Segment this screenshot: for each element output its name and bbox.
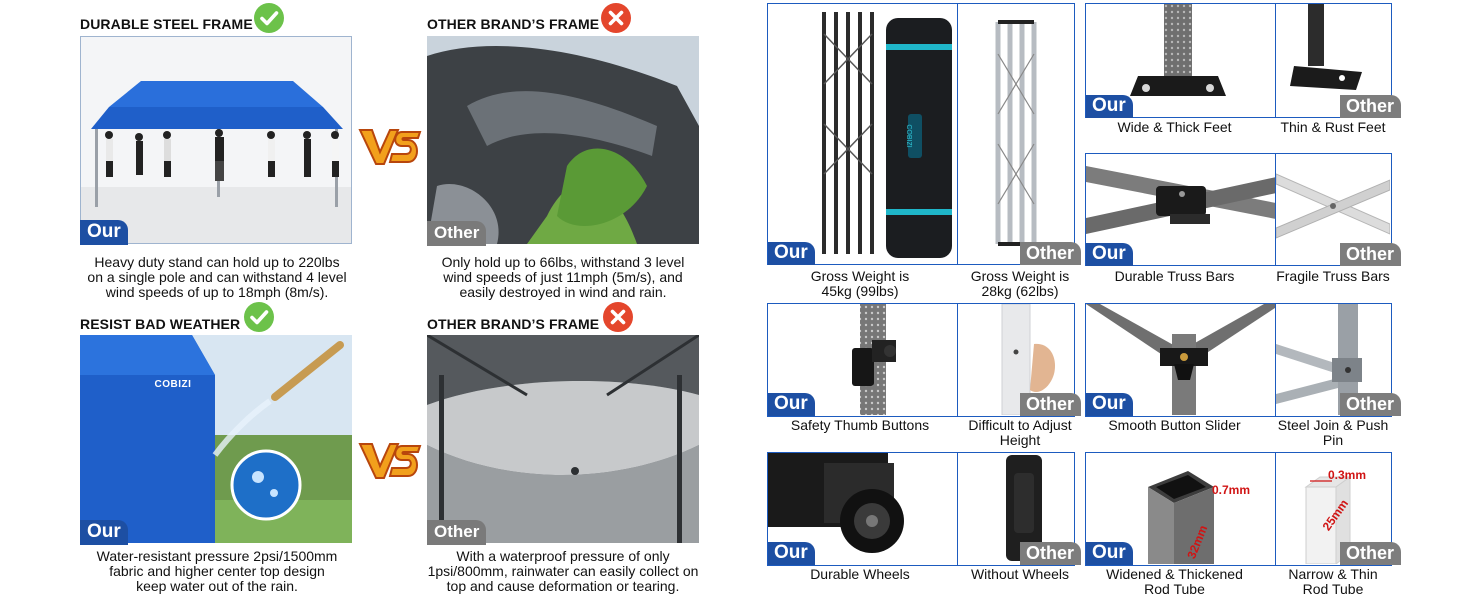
caption-wheels-our: Durable Wheels bbox=[775, 567, 945, 582]
vs-icon bbox=[358, 124, 422, 173]
description-line: keep water out of the rain. bbox=[136, 578, 298, 594]
description-line: fabric and higher center top design bbox=[109, 563, 325, 579]
feature-thumb-button-our bbox=[767, 303, 965, 417]
caption-line: Difficult to Adjust bbox=[968, 417, 1072, 433]
description-line: Heavy duty stand can hold up to 220lbs bbox=[94, 254, 340, 270]
description-other-weather: With a waterproof pressure of only 1psi/… bbox=[413, 549, 713, 594]
description-line: top and cause deformation or tearing. bbox=[446, 578, 680, 594]
description-line: wind speeds of just 11mph (5m/s), and bbox=[443, 269, 683, 285]
feature-truss-our bbox=[1085, 153, 1283, 266]
collapsed-tent-photo-other bbox=[427, 36, 699, 244]
heading-other-brand-frame: OTHER BRAND’S FRAME bbox=[427, 316, 600, 332]
caption-line: Rod Tube bbox=[1302, 581, 1364, 597]
caption-truss-other: Fragile Truss Bars bbox=[1268, 269, 1398, 284]
our-tag: Our bbox=[768, 393, 815, 416]
description-line: 1psi/800mm, rainwater can easily collect… bbox=[427, 563, 699, 579]
caption-line: Thin & Rust Feet bbox=[1280, 119, 1386, 135]
our-tag: Our bbox=[1086, 542, 1133, 565]
our-tag: Our bbox=[80, 220, 128, 245]
rain-canopy-photo-our bbox=[80, 335, 352, 543]
caption-line: Steel Join & Push bbox=[1277, 417, 1389, 433]
feature-feet-our bbox=[1085, 3, 1283, 118]
caption-line: Without Wheels bbox=[970, 566, 1070, 582]
other-tag: Other bbox=[1340, 243, 1402, 266]
description-line: With a waterproof pressure of only bbox=[456, 548, 670, 564]
dimension-wall-our: 0.7mm bbox=[1212, 483, 1251, 497]
caption-slider-other: Steel Join & Push Pin bbox=[1268, 418, 1398, 448]
description-line: on a single pole and can withstand 4 lev… bbox=[87, 269, 347, 285]
caption-wheels-other: Without Wheels bbox=[955, 567, 1085, 582]
description-steel-frame: Heavy duty stand can hold up to 220lbs o… bbox=[72, 255, 362, 300]
description-line: Only hold up to 66lbs, withstand 3 level bbox=[441, 254, 685, 270]
caption-line: Wide & Thick Feet bbox=[1117, 119, 1232, 135]
caption-thumb-button-other: Difficult to Adjust Height bbox=[955, 418, 1085, 448]
feature-wheels-our bbox=[767, 452, 965, 566]
dimension-wall-other: 0.3mm bbox=[1328, 468, 1367, 482]
canopy-photo-our bbox=[80, 36, 352, 244]
description-other-frame: Only hold up to 66lbs, withstand 3 level… bbox=[413, 255, 713, 300]
our-tag: Our bbox=[80, 520, 128, 545]
caption-line: Widened & Thickened bbox=[1106, 566, 1243, 582]
heading-other-brand-frame: OTHER BRAND’S FRAME bbox=[427, 16, 600, 32]
caption-weight-other: Gross Weight is 28kg (62lbs) bbox=[955, 269, 1085, 299]
other-tag: Other bbox=[1020, 393, 1082, 416]
caption-line: Height bbox=[999, 432, 1041, 448]
caption-line: 28kg (62lbs) bbox=[981, 283, 1059, 299]
caption-feet-other: Thin & Rust Feet bbox=[1268, 120, 1398, 135]
sagging-roof-photo-other bbox=[427, 335, 699, 543]
caption-line: Safety Thumb Buttons bbox=[790, 417, 930, 433]
other-tag: Other bbox=[1340, 95, 1402, 118]
caption-line: Smooth Button Slider bbox=[1108, 417, 1241, 433]
caption-tube-other: Narrow & Thin Rod Tube bbox=[1268, 567, 1398, 597]
caption-truss-our: Durable Truss Bars bbox=[1092, 269, 1257, 284]
check-icon bbox=[254, 3, 284, 33]
our-tag: Our bbox=[1086, 95, 1133, 118]
caption-slider-our: Smooth Button Slider bbox=[1092, 418, 1257, 433]
svg-text:COBIZI: COBIZI bbox=[905, 124, 912, 147]
caption-feet-our: Wide & Thick Feet bbox=[1092, 120, 1257, 135]
bag-brand-text: COBIZI bbox=[905, 124, 912, 147]
description-weather: Water-resistant pressure 2psi/1500mm fab… bbox=[72, 549, 362, 594]
feature-feet-other bbox=[1275, 3, 1392, 118]
caption-line: Pin bbox=[1322, 432, 1344, 448]
heading-resist-bad-weather: RESIST BAD WEATHER bbox=[80, 316, 241, 332]
other-tag: Other bbox=[1020, 242, 1082, 265]
description-line: easily destroyed in wind and rain. bbox=[459, 284, 667, 300]
heading-durable-steel-frame: DURABLE STEEL FRAME bbox=[80, 16, 253, 32]
cross-icon bbox=[603, 302, 633, 332]
caption-thumb-button-our: Safety Thumb Buttons bbox=[775, 418, 945, 433]
caption-weight-our: Gross Weight is 45kg (99lbs) bbox=[775, 269, 945, 299]
our-tag: Our bbox=[768, 242, 815, 265]
caption-line: Durable Truss Bars bbox=[1114, 268, 1235, 284]
caption-line: Narrow & Thin bbox=[1288, 566, 1378, 582]
other-tag: Other bbox=[427, 520, 487, 545]
our-tag: Our bbox=[1086, 243, 1133, 266]
other-tag: Other bbox=[1020, 542, 1082, 565]
vs-icon bbox=[358, 438, 422, 487]
caption-line: Gross Weight is bbox=[810, 268, 910, 284]
feature-truss-other bbox=[1275, 153, 1392, 266]
description-line: wind speeds of up to 18mph (8m/s). bbox=[105, 284, 329, 300]
caption-line: 45kg (99lbs) bbox=[821, 283, 899, 299]
caption-line: Durable Wheels bbox=[810, 566, 910, 582]
cross-icon bbox=[601, 3, 631, 33]
description-line: Water-resistant pressure 2psi/1500mm bbox=[96, 548, 338, 564]
caption-line: Gross Weight is bbox=[970, 268, 1070, 284]
caption-line: Rod Tube bbox=[1144, 581, 1205, 597]
check-icon bbox=[244, 302, 274, 332]
other-tag: Other bbox=[427, 221, 487, 246]
brand-label: COBIZI bbox=[154, 379, 192, 390]
feature-weight-our: COBIZI bbox=[767, 3, 965, 265]
caption-line: Fragile Truss Bars bbox=[1276, 268, 1390, 284]
feature-weight-other bbox=[957, 3, 1075, 265]
caption-tube-our: Widened & Thickened Rod Tube bbox=[1092, 567, 1257, 597]
other-tag: Other bbox=[1340, 393, 1402, 416]
our-tag: Our bbox=[1086, 393, 1133, 416]
our-tag: Our bbox=[768, 542, 815, 565]
other-tag: Other bbox=[1340, 542, 1402, 565]
